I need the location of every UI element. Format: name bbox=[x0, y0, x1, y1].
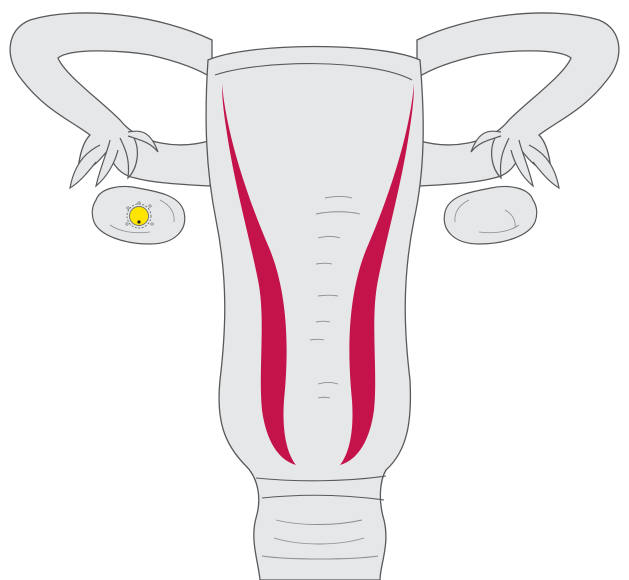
uterus-body bbox=[206, 47, 423, 580]
ovary-right bbox=[444, 187, 536, 245]
